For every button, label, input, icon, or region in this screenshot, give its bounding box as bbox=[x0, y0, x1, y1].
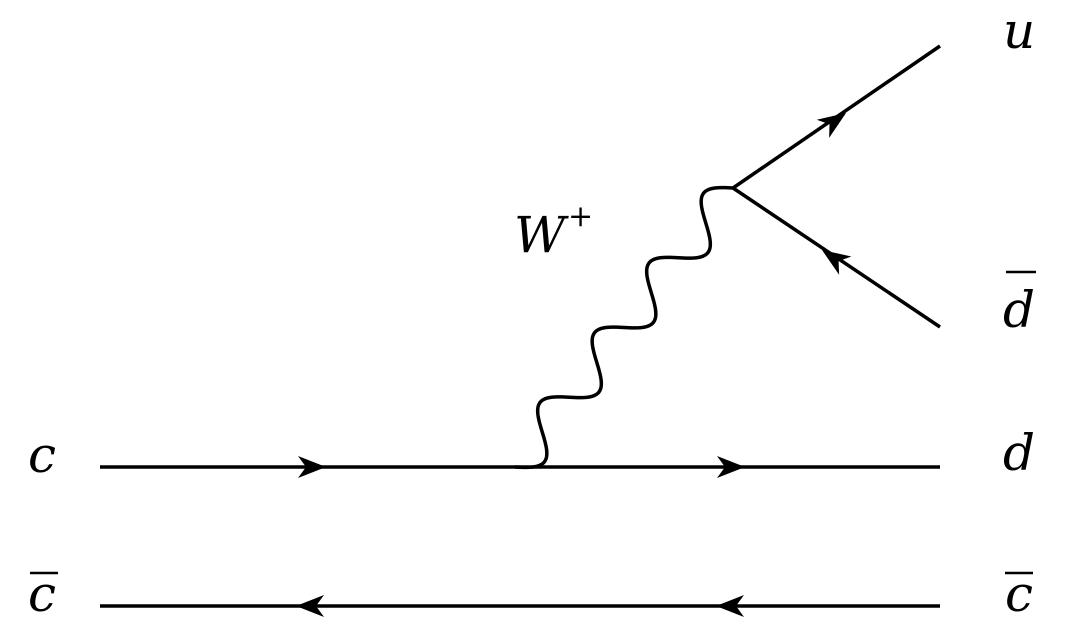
arrowheads bbox=[296, 113, 852, 617]
label-c-in: c bbox=[28, 426, 56, 484]
label-cbar-out: c bbox=[1005, 565, 1033, 623]
label-u-out: u bbox=[1003, 2, 1035, 60]
arrow-anticharm-right bbox=[716, 595, 744, 617]
arrow-anticharm-left bbox=[296, 595, 324, 617]
label-w-charge: + bbox=[568, 199, 593, 234]
label-dbar-out: d bbox=[1003, 281, 1035, 339]
arrow-down-outgoing bbox=[717, 456, 745, 478]
arrow-charm-incoming bbox=[298, 456, 326, 478]
label-cbar-in: c bbox=[28, 565, 56, 623]
arrow-up-quark bbox=[816, 113, 846, 138]
label-w-boson: W bbox=[514, 206, 569, 264]
w-boson-propagator bbox=[514, 185, 734, 470]
arrow-antidown-quark bbox=[822, 250, 852, 275]
label-d-out: d bbox=[1003, 424, 1035, 482]
